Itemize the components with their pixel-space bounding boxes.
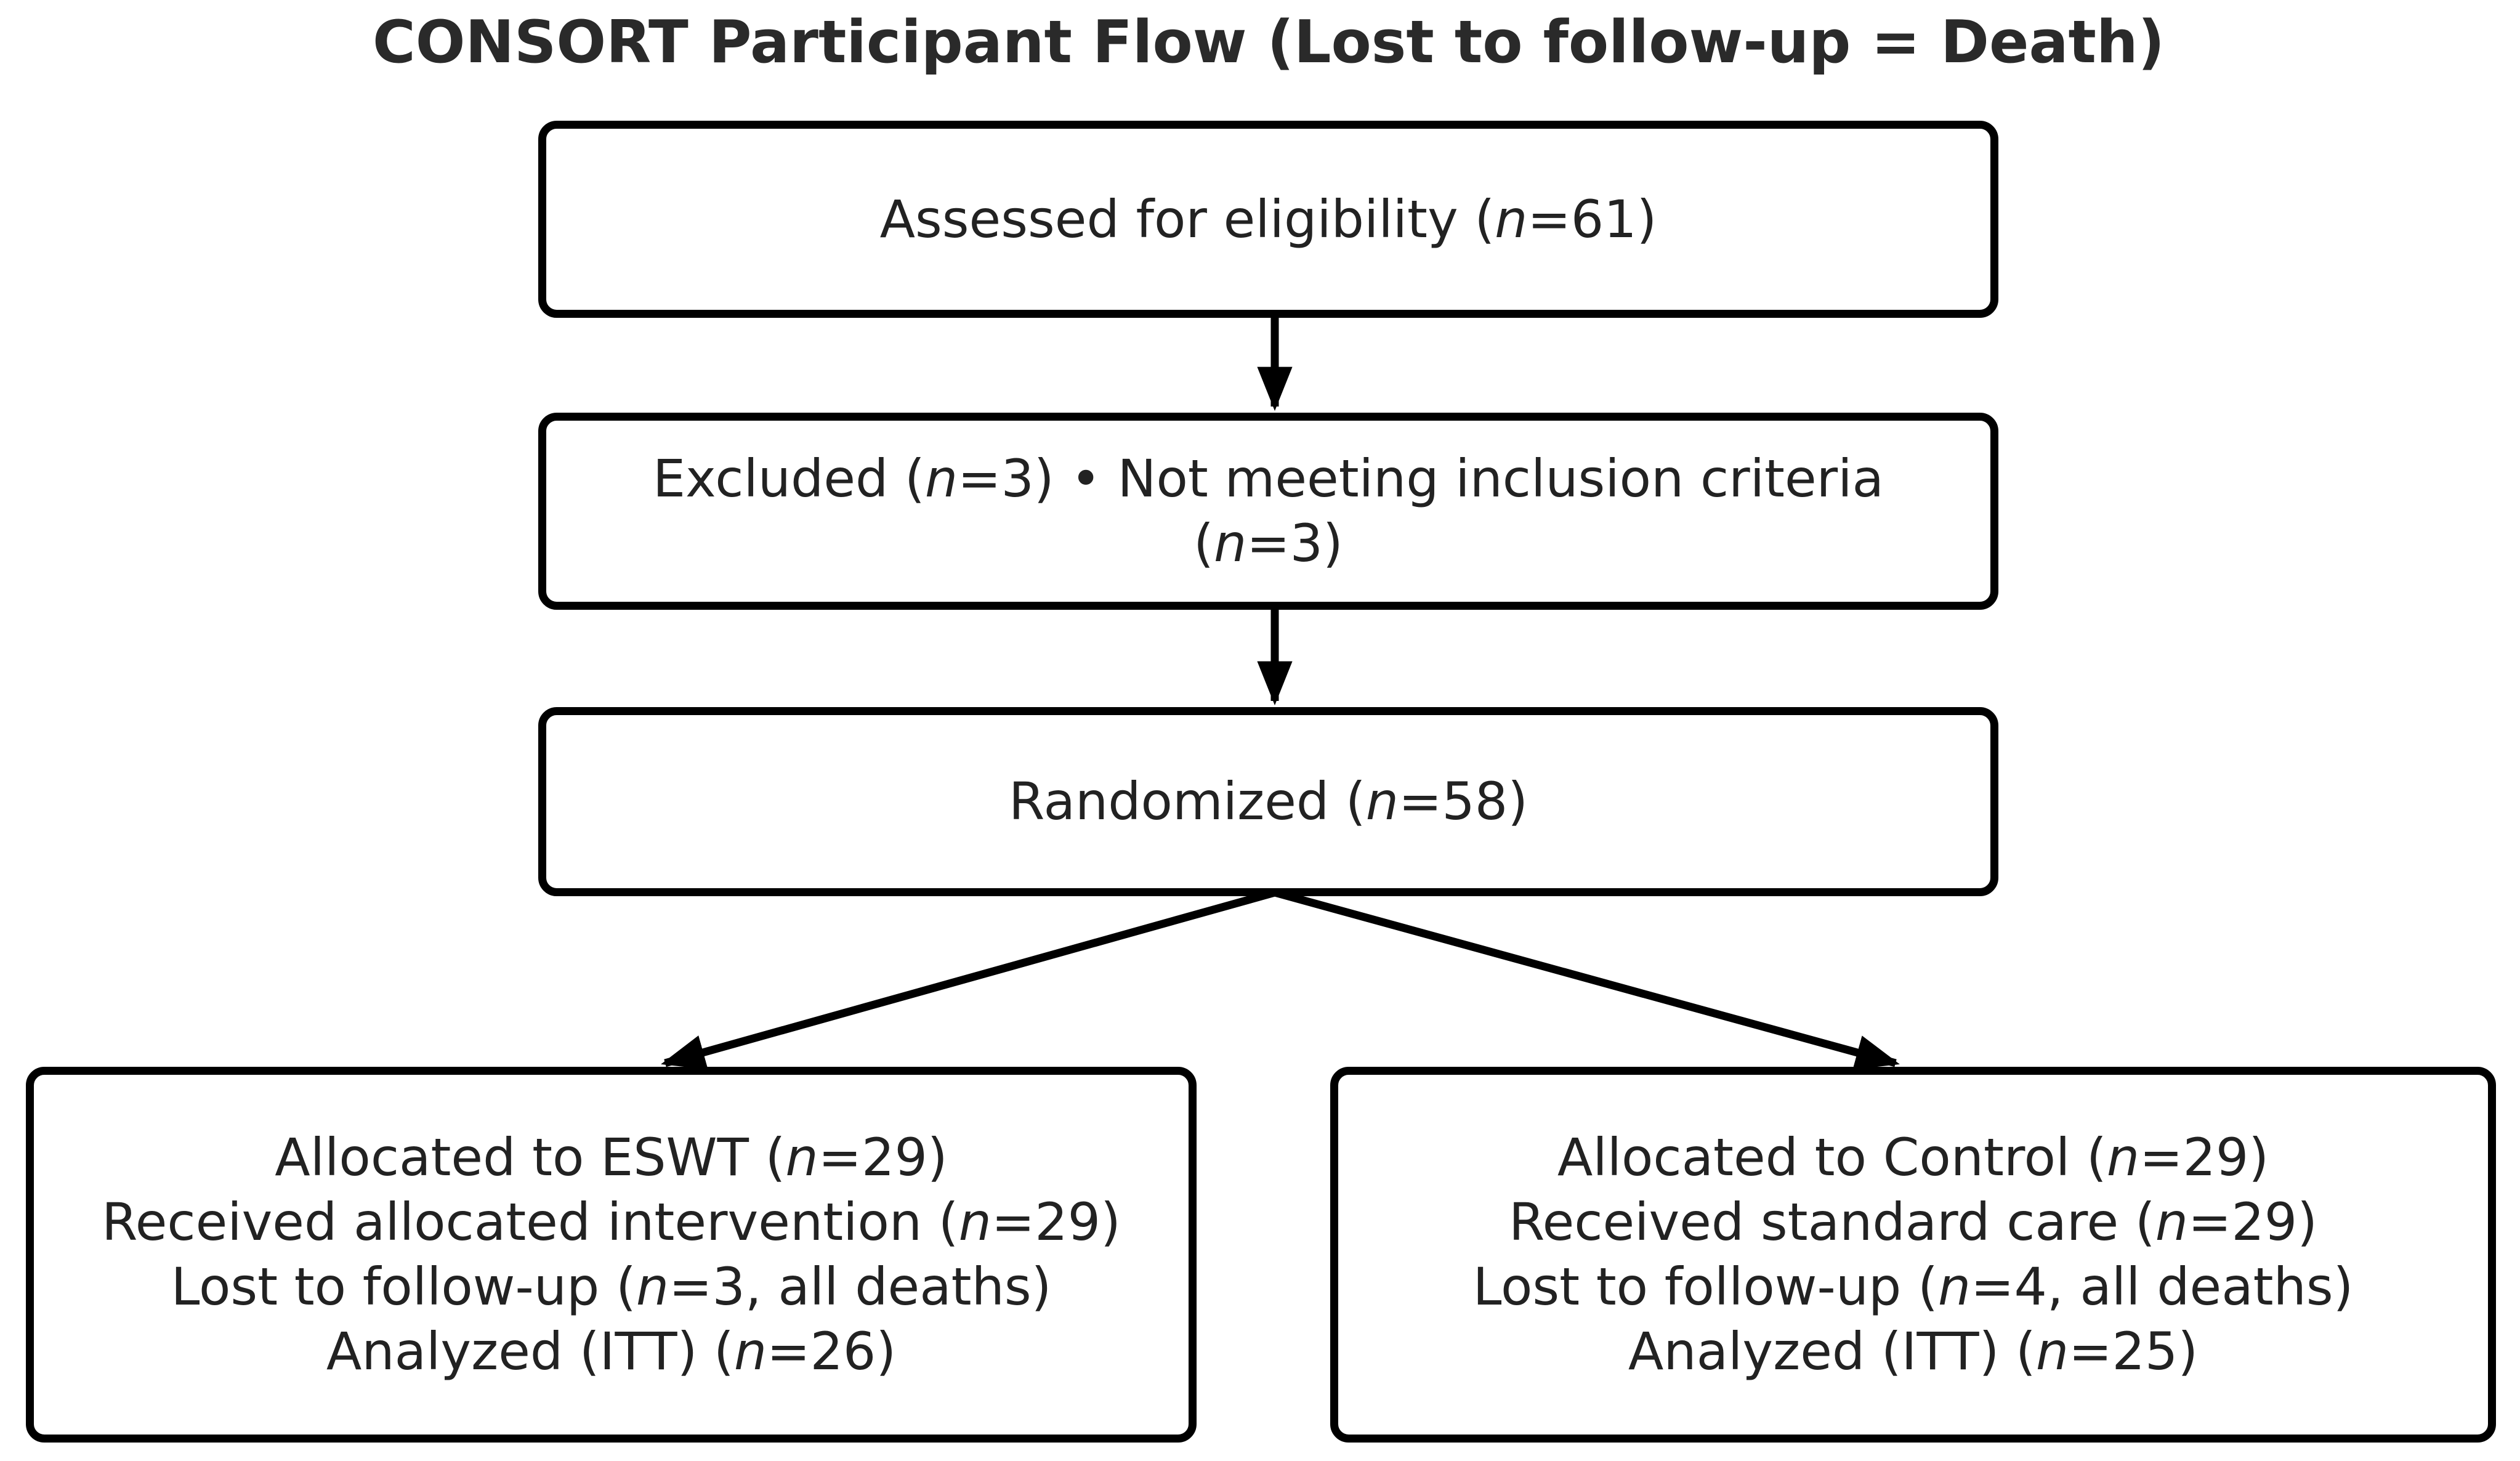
box-excluded: Excluded (n=3) • Not meeting inclusion c… <box>538 413 1998 610</box>
control-text-line-4: Analyzed (ITT) (n=25) <box>1628 1321 2199 1382</box>
eswt-text-line-3: Lost to follow-up (n=3, all deaths) <box>171 1257 1052 1317</box>
excluded-text-line-1: Excluded (n=3) • Not meeting inclusion c… <box>652 448 1884 509</box>
box-allocated-eswt: Allocated to ESWT (n=29) Received alloca… <box>26 1067 1197 1443</box>
control-text-line-2: Received standard care (n=29) <box>1509 1192 2317 1252</box>
box-assessed-for-eligibility: Assessed for eligibility (n=61) <box>538 121 1998 318</box>
eswt-text-line-2: Received allocated intervention (n=29) <box>102 1192 1121 1252</box>
assessed-text: Assessed for eligibility (n=61) <box>879 188 1657 249</box>
eswt-text-line-1: Allocated to ESWT (n=29) <box>275 1127 948 1188</box>
control-text-line-1: Allocated to Control (n=29) <box>1557 1127 2269 1188</box>
box-allocated-control: Allocated to Control (n=29) Received sta… <box>1330 1067 2496 1443</box>
arrow-diagonal-icon-randomized-to-eswt <box>661 888 1276 1070</box>
box-randomized: Randomized (n=58) <box>538 707 1998 896</box>
excluded-text-line-2: (n=3) <box>1193 513 1343 573</box>
eswt-text-line-4: Analyzed (ITT) (n=26) <box>326 1321 897 1382</box>
randomized-text: Randomized (n=58) <box>1009 771 1528 832</box>
arrow-diagonal-icon-randomized-to-control <box>1274 888 1900 1070</box>
control-text-line-3: Lost to follow-up (n=4, all deaths) <box>1472 1257 2354 1317</box>
diagram-title: CONSORT Participant Flow (Lost to follow… <box>372 9 2165 76</box>
